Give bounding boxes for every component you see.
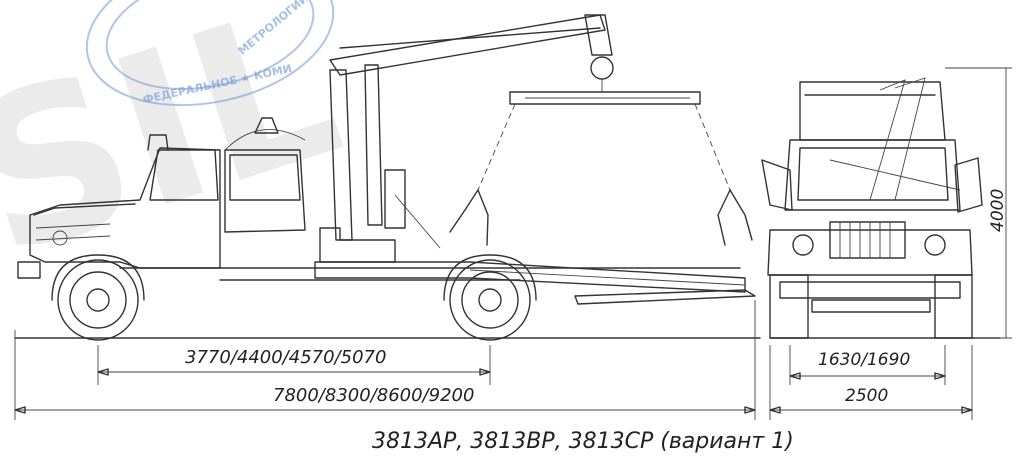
watermark: SIL bbox=[0, 0, 364, 305]
side-dimensions: 3770/4400/4570/5070 7800/8300/8600/9200 bbox=[14, 300, 756, 420]
track-label: 1630/1690 bbox=[818, 350, 910, 370]
overall-width-label: 2500 bbox=[845, 386, 888, 406]
wheelbase-label: 3770/4400/4570/5070 bbox=[185, 347, 386, 368]
overall-height-label: 4000 bbox=[988, 189, 1008, 232]
front-dimensions: 1630/1690 2500 4000 bbox=[769, 67, 1012, 420]
overall-length-label: 7800/8300/8600/9200 bbox=[273, 385, 474, 406]
truck-side-view bbox=[14, 14, 761, 341]
drawing-caption: 3813АР, 3813ВР, 3813СР (вариант 1) bbox=[372, 429, 794, 454]
truck-front-view bbox=[761, 77, 1001, 339]
